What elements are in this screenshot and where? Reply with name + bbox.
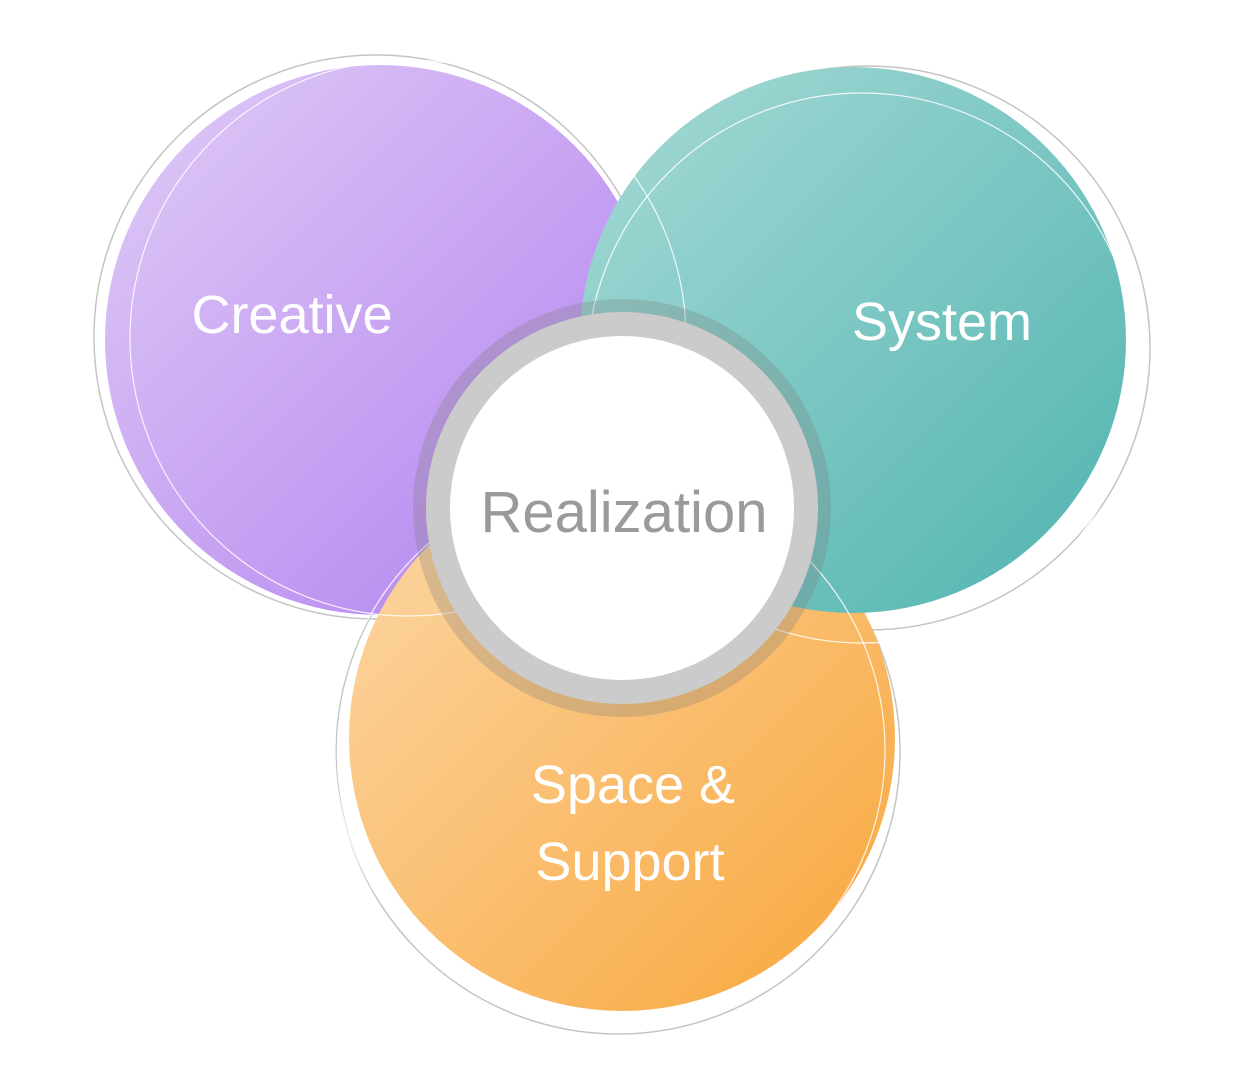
realization-label: Realization: [481, 480, 768, 545]
creative-label: Creative: [191, 285, 392, 345]
realization-center: [450, 336, 794, 680]
system-label: System: [852, 292, 1032, 352]
space-support-label-line1: Space &: [531, 755, 735, 815]
space-support-label-line2: Support: [535, 832, 724, 892]
